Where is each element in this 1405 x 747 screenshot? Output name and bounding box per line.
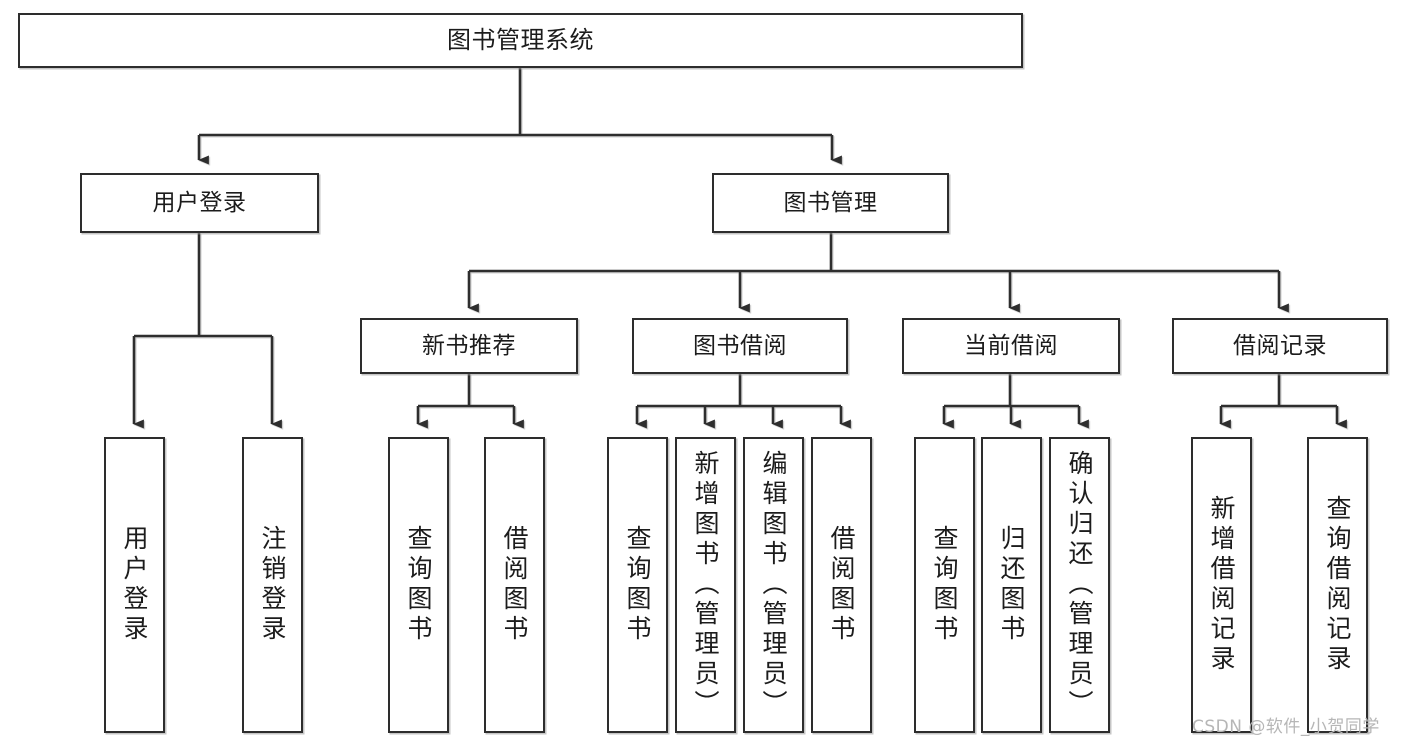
node-leaf-query-book-current[interactable]: 查询图书 <box>914 437 975 733</box>
node-label: 图书借阅 <box>693 332 787 359</box>
node-user-login[interactable]: 用户登录 <box>80 173 319 233</box>
node-leaf-query-borrow-record[interactable]: 查询借阅记录 <box>1307 437 1368 733</box>
node-label: 查询图书 <box>930 525 959 645</box>
node-label: 借阅图书 <box>500 525 529 645</box>
node-label: 用户登录 <box>120 525 149 645</box>
node-label: 查询图书 <box>404 525 433 645</box>
node-borrow-record[interactable]: 借阅记录 <box>1172 318 1388 374</box>
node-label: 当前借阅 <box>964 332 1058 359</box>
node-label: 用户登录 <box>152 189 247 216</box>
node-book-management[interactable]: 图书管理 <box>712 173 949 233</box>
node-label: 注销登录 <box>258 525 287 645</box>
node-label: 新增图书（管理员） <box>691 450 720 720</box>
node-root-book-management-system[interactable]: 图书管理系统 <box>18 13 1023 68</box>
node-label: 查询借阅记录 <box>1323 495 1352 675</box>
node-label: 归还图书 <box>997 525 1026 645</box>
node-label: 图书管理系统 <box>447 25 594 54</box>
node-leaf-add-book-admin[interactable]: 新增图书（管理员） <box>675 437 736 733</box>
node-leaf-query-book-borrow[interactable]: 查询图书 <box>607 437 668 733</box>
node-leaf-query-book-recommend[interactable]: 查询图书 <box>388 437 449 733</box>
node-book-borrow[interactable]: 图书借阅 <box>632 318 848 374</box>
node-leaf-borrow-book[interactable]: 借阅图书 <box>811 437 872 733</box>
node-current-borrow[interactable]: 当前借阅 <box>902 318 1120 374</box>
node-leaf-edit-book-admin[interactable]: 编辑图书（管理员） <box>743 437 804 733</box>
node-label: 借阅图书 <box>827 525 856 645</box>
node-leaf-return-book[interactable]: 归还图书 <box>981 437 1042 733</box>
node-label: 新书推荐 <box>422 332 516 359</box>
node-label: 借阅记录 <box>1233 332 1327 359</box>
node-label: 编辑图书（管理员） <box>759 450 788 720</box>
node-label: 新增借阅记录 <box>1207 495 1236 675</box>
node-leaf-logout[interactable]: 注销登录 <box>242 437 303 733</box>
node-leaf-add-borrow-record[interactable]: 新增借阅记录 <box>1191 437 1252 733</box>
node-leaf-borrow-book-recommend[interactable]: 借阅图书 <box>484 437 545 733</box>
csdn-watermark: CSDN @软件_小贺同学 <box>1192 717 1380 737</box>
node-label: 确认归还（管理员） <box>1065 450 1094 720</box>
node-leaf-user-login[interactable]: 用户登录 <box>104 437 165 733</box>
node-label: 图书管理 <box>783 189 878 216</box>
node-new-book-recommend[interactable]: 新书推荐 <box>360 318 578 374</box>
node-label: 查询图书 <box>623 525 652 645</box>
node-leaf-confirm-return-admin[interactable]: 确认归还（管理员） <box>1049 437 1110 733</box>
